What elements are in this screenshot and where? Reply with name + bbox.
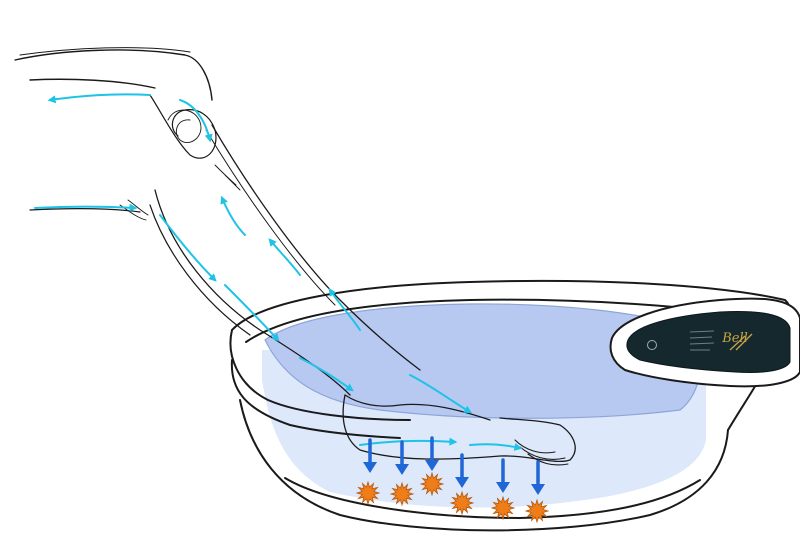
circulation-arrow-icon	[160, 215, 215, 280]
circulation-arrow-icon	[270, 240, 300, 275]
circulation-arrow-icon	[35, 207, 135, 209]
control-panel: Bell	[611, 299, 800, 387]
thigh-lower-edge	[30, 79, 155, 88]
circulation-arrow-icon	[50, 94, 150, 100]
second-thigh-top	[30, 209, 140, 212]
second-thigh-bottom	[150, 205, 250, 335]
shin-front-2	[206, 130, 335, 305]
control-panel-brand-logo: Bell	[721, 331, 748, 346]
circulation-arrow-icon	[225, 285, 278, 340]
thigh-upper-edge	[15, 50, 212, 100]
circulation-arrow-icon	[222, 198, 245, 235]
thigh-upper-edge-2	[20, 48, 190, 55]
